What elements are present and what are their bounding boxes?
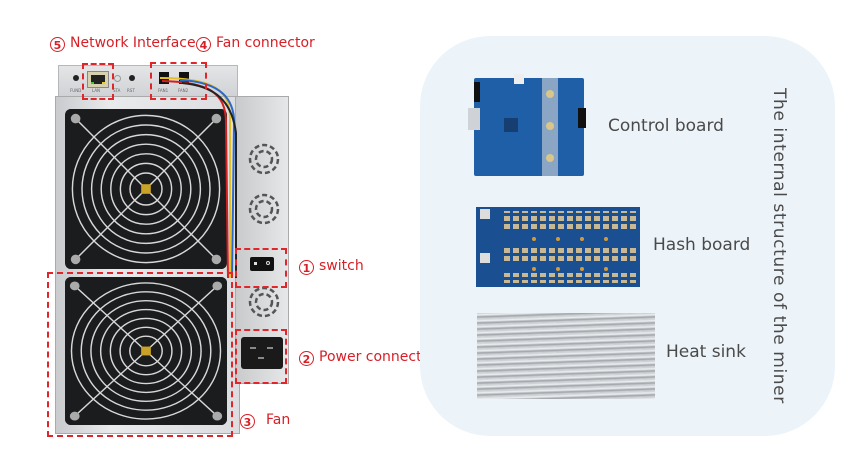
psu-vents-icon bbox=[248, 143, 280, 318]
fan1-label: FAN1 bbox=[158, 88, 169, 93]
fan-top bbox=[65, 109, 227, 269]
rst-label: RST bbox=[127, 88, 135, 93]
callout-power-connector: 2 Power connector bbox=[299, 349, 436, 366]
fan-grille-icon bbox=[66, 109, 226, 269]
fund-indicator-icon bbox=[73, 75, 79, 81]
lan-port-icon bbox=[87, 71, 109, 88]
callout-number-4: 4 bbox=[196, 37, 211, 52]
miner-case bbox=[55, 96, 240, 434]
heat-sink-label: Heat sink bbox=[666, 342, 746, 362]
power-connector-socket[interactable] bbox=[241, 337, 283, 369]
callout-number-3: 3 bbox=[240, 414, 255, 429]
callout-text: Fan bbox=[266, 412, 291, 428]
sta-label: STA bbox=[113, 88, 121, 93]
sta-indicator-icon bbox=[114, 75, 121, 82]
callout-number-5: 5 bbox=[50, 37, 65, 52]
fan2-label: FAN2 bbox=[178, 88, 189, 93]
lan-label: LAN bbox=[92, 88, 101, 93]
fan-bottom bbox=[65, 277, 227, 425]
power-connector-highlight bbox=[235, 329, 287, 384]
fan-connector-highlight bbox=[150, 62, 207, 100]
network-interface-highlight bbox=[82, 63, 114, 100]
hash-board-image bbox=[476, 207, 640, 287]
callout-fan-connector: 4 Fan connector bbox=[196, 35, 315, 52]
callout-text: switch bbox=[319, 258, 364, 274]
reset-button[interactable] bbox=[129, 75, 135, 81]
switch-highlight bbox=[235, 248, 287, 288]
fan-highlight bbox=[47, 272, 233, 437]
callout-number-2: 2 bbox=[299, 351, 314, 366]
callout-switch: 1 switch bbox=[299, 258, 364, 275]
fan2-connector-icon bbox=[179, 72, 189, 84]
fan-wires-icon bbox=[159, 77, 237, 278]
callout-text: Network Interface bbox=[70, 35, 196, 51]
callout-number-1: 1 bbox=[299, 260, 314, 275]
callout-text: Fan connector bbox=[216, 35, 315, 51]
internal-structure-title: The internal structure of the miner bbox=[765, 88, 795, 418]
callout-fan: 3 Fan bbox=[240, 412, 290, 429]
io-panel: FUND LAN STA RST FAN1 FAN2 bbox=[58, 65, 238, 99]
power-switch[interactable] bbox=[250, 257, 274, 271]
fan-grille-icon bbox=[65, 277, 227, 425]
heat-sink-image bbox=[477, 313, 655, 399]
hash-board-label: Hash board bbox=[653, 235, 751, 255]
hash-board-chips-icon bbox=[480, 209, 636, 283]
internal-structure-title-text: The internal structure of the miner bbox=[769, 88, 789, 404]
fund-label: FUND bbox=[70, 88, 82, 93]
callout-network-interface: 5 Network Interface bbox=[50, 35, 196, 52]
control-board-image bbox=[468, 74, 586, 176]
control-board-label: Control board bbox=[608, 116, 724, 136]
callout-text: Power connector bbox=[319, 349, 436, 365]
